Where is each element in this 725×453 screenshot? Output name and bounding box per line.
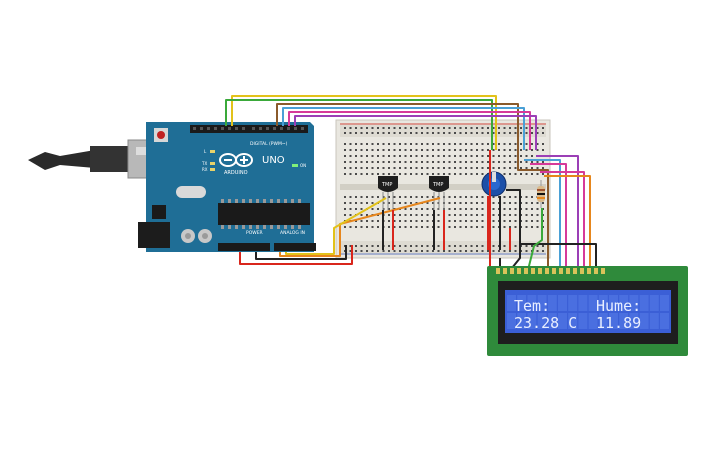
wire-purple-top <box>294 115 537 150</box>
lcd-line2-left: 23.28 C <box>514 314 577 332</box>
crystal <box>176 186 206 198</box>
temperature-sensor-2[interactable]: TMP <box>429 176 449 210</box>
breadboard-holes <box>344 127 544 252</box>
temperature-sensor-1[interactable]: TMP <box>378 176 398 210</box>
wire-green-top <box>225 99 493 150</box>
power-jack <box>138 222 170 248</box>
lcd-pin-header <box>496 268 605 274</box>
wire-blue-top <box>282 107 525 150</box>
wire-orange-sensor <box>279 197 441 257</box>
lcd-line1-left: Tem: <box>514 297 550 315</box>
wire-yellow-top <box>231 95 497 150</box>
svg-text:L: L <box>204 149 207 154</box>
lcd-line1-right: Hume: <box>596 297 641 315</box>
arduino-uno-board[interactable]: DIGITAL (PWM~) UNO ARDUINO L TX RX ON <box>138 122 316 252</box>
svg-text:RX: RX <box>202 167 208 172</box>
svg-text:TMP: TMP <box>432 182 443 188</box>
reset-button[interactable] <box>154 128 168 142</box>
wires <box>225 95 597 271</box>
lcd-cell-grid <box>507 295 669 329</box>
model-label: UNO <box>262 155 285 166</box>
analog-header[interactable] <box>274 243 316 251</box>
analog-label: ANALOG IN <box>280 230 305 236</box>
power-header[interactable] <box>218 243 270 251</box>
wire-pink-top <box>288 111 531 150</box>
svg-text:ON: ON <box>300 163 306 168</box>
lcd-line2-right: 11.89 <box>596 314 641 332</box>
wire-black-bottom <box>255 245 347 260</box>
arduino-logo <box>219 153 253 167</box>
svg-text:TX: TX <box>201 161 207 166</box>
resistor <box>537 180 545 208</box>
wire-brown-top <box>276 103 519 150</box>
wire-red-bottom <box>239 245 353 265</box>
svg-text:TMP: TMP <box>381 182 392 188</box>
capacitors <box>181 229 212 243</box>
atmega-chip <box>218 199 310 229</box>
lcd-module[interactable]: Tem: Hume: 23.28 C 11.89 <box>487 266 688 356</box>
wire-yellow-sensor <box>285 197 387 255</box>
digital-label: DIGITAL (PWM~) <box>250 141 288 147</box>
digital-header[interactable] <box>190 125 308 133</box>
power-label: POWER <box>246 230 263 236</box>
usb-chip <box>152 205 166 219</box>
status-leds: L TX RX ON <box>201 149 306 172</box>
potentiometer[interactable] <box>481 171 507 197</box>
brand-label: ARDUINO <box>224 170 248 176</box>
